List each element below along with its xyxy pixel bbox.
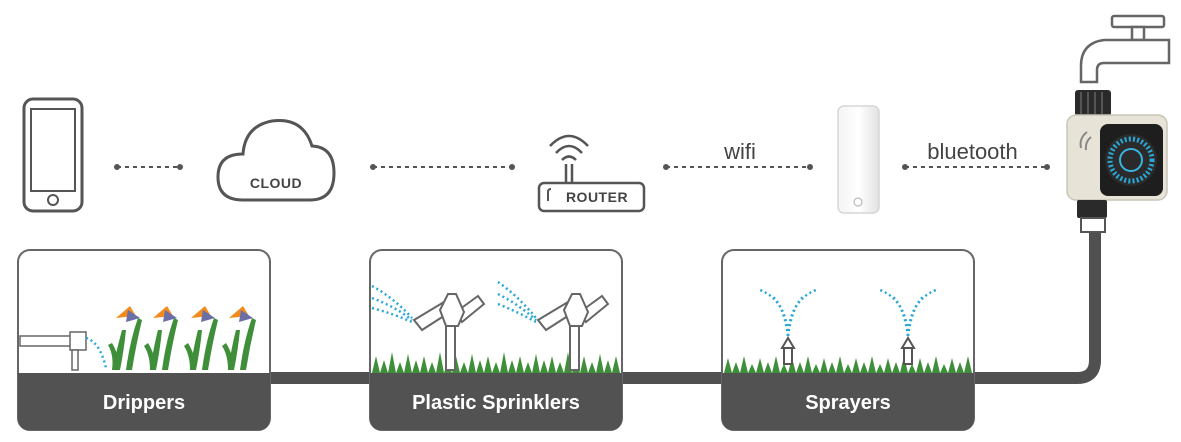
panel-label-plastic-sprinklers: Plastic Sprinklers (412, 392, 580, 414)
link-gateway-timer (902, 164, 1050, 170)
water-pipe (20, 226, 1101, 384)
router-label: ROUTER (565, 189, 629, 205)
timer-valve-icon (1066, 90, 1168, 233)
link-cloud-router (370, 164, 515, 170)
gateway-hub-icon (837, 105, 880, 214)
link-router-gateway (663, 164, 813, 170)
bluetooth-label: bluetooth (927, 139, 1018, 164)
panel-plastic-sprinklers (369, 249, 623, 431)
wifi-label: wifi (724, 139, 756, 164)
cloud-label: CLOUD (249, 175, 303, 191)
panel-drippers (17, 249, 271, 431)
panel-sprayers (721, 249, 975, 431)
link-phone-cloud (114, 164, 183, 170)
cloud-icon (216, 119, 336, 202)
panel-label-drippers: Drippers (102, 392, 186, 414)
panel-label-sprayers: Sprayers (805, 392, 891, 414)
water-tap-icon (1079, 14, 1171, 84)
phone-icon (22, 97, 84, 213)
router-icon (537, 134, 646, 213)
